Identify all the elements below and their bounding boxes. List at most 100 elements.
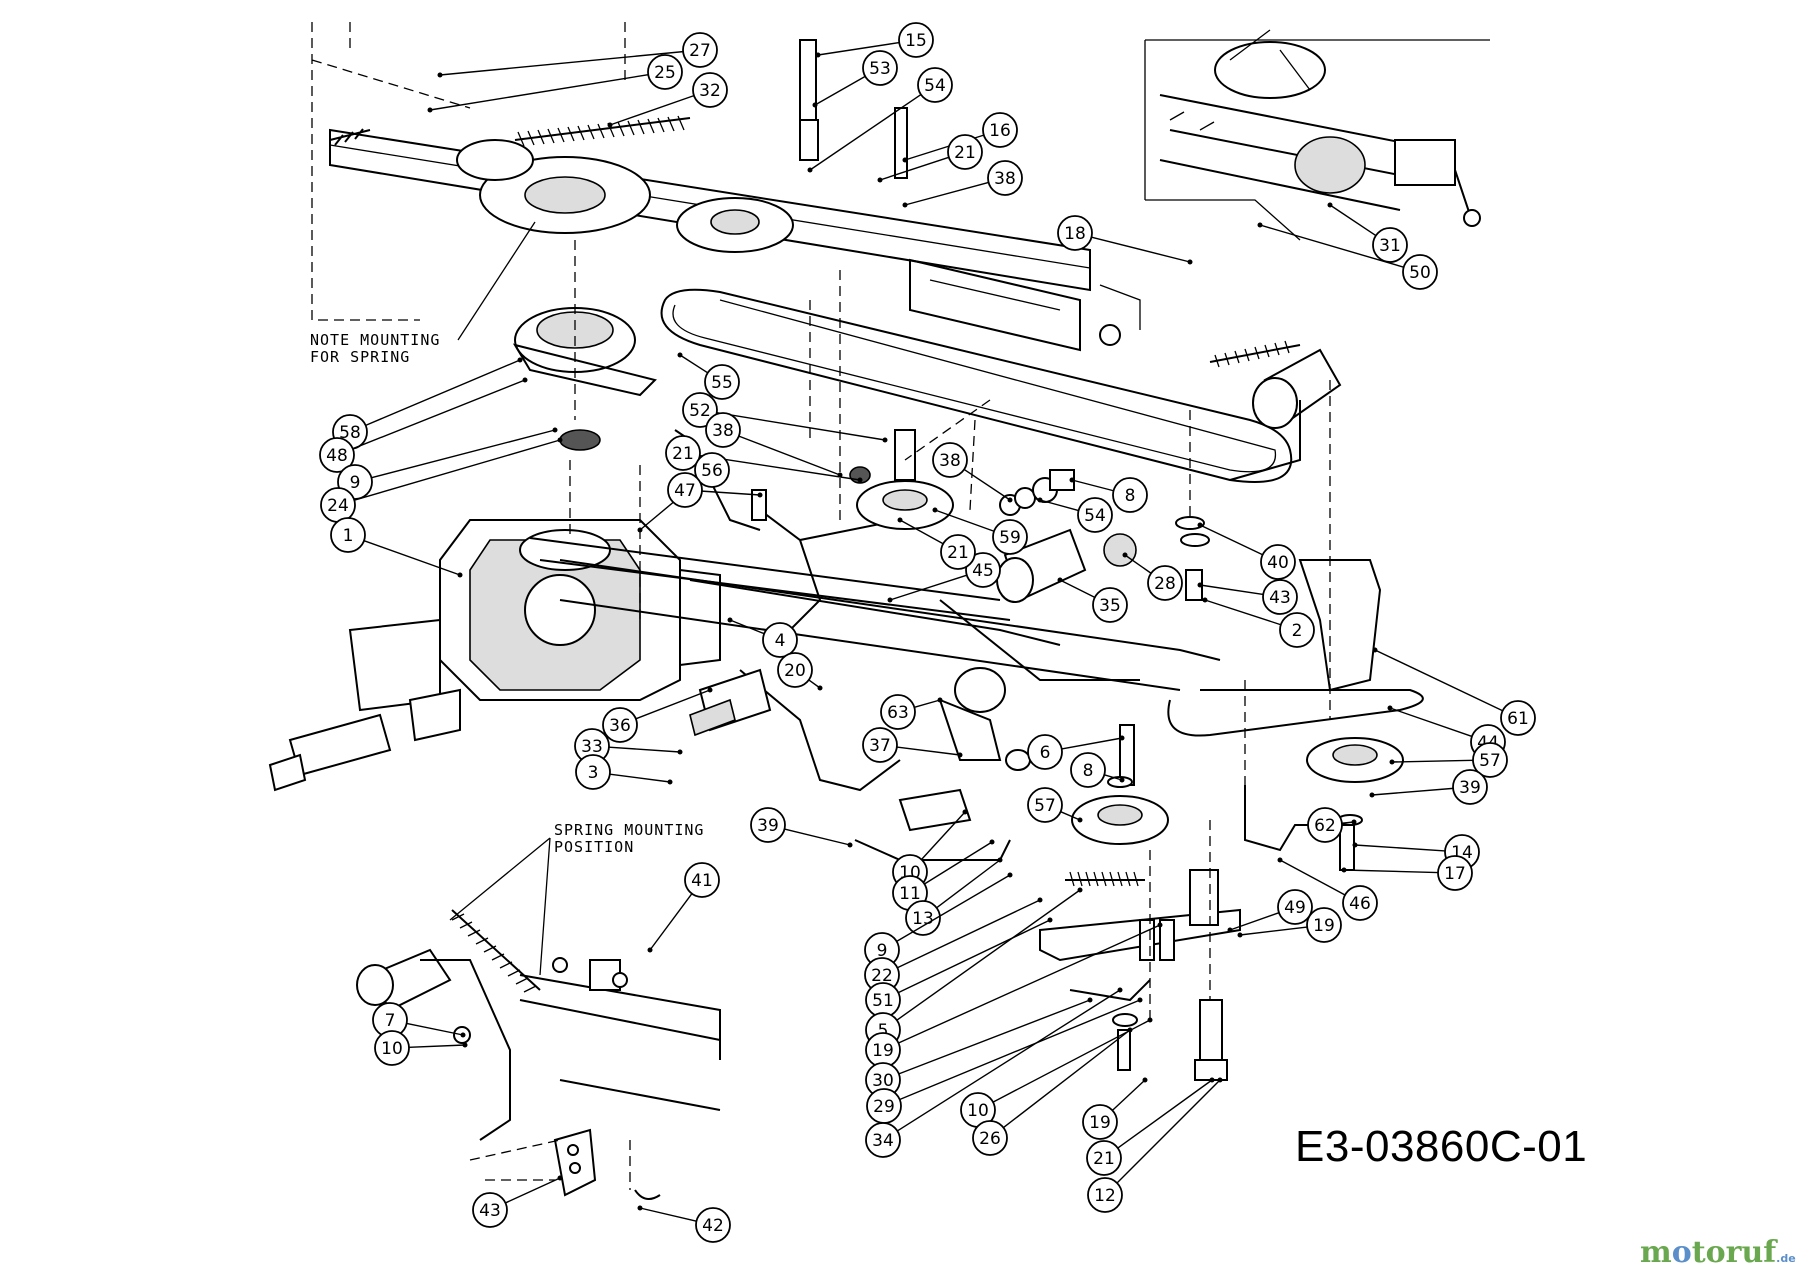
callout-circle (1262, 579, 1298, 615)
callout-pointer (997, 857, 1003, 863)
callout-27: 27 (437, 32, 718, 78)
callout-number: 59 (999, 528, 1021, 548)
callout-pointer (857, 477, 863, 483)
callout-number: 33 (581, 737, 603, 757)
callout-leader (408, 1044, 466, 1049)
callout-circle (695, 1207, 731, 1243)
callout-leader (1259, 224, 1404, 268)
callout-pointer (815, 52, 821, 58)
callout-number: 56 (701, 461, 723, 481)
callout-leader (505, 1177, 561, 1204)
callout-pointer (812, 102, 818, 108)
callout-pointer (437, 72, 443, 78)
callout-13: 13 (905, 857, 1003, 936)
callout-leader (896, 874, 1011, 943)
callout-21: 21 (877, 134, 983, 183)
callout-pointer (1127, 1027, 1133, 1033)
callout-pointer (757, 492, 763, 498)
callout-pointer (1227, 927, 1233, 933)
callout-number: 46 (1349, 894, 1371, 914)
callout-16: 16 (902, 112, 1018, 163)
callout-circle (1086, 1140, 1122, 1176)
callout-42: 42 (637, 1205, 731, 1243)
callout-46: 46 (1277, 857, 1378, 921)
callout-pointer (902, 157, 908, 163)
callout-32: 32 (607, 72, 728, 128)
callout-leader (899, 999, 1141, 1101)
callout-circle (750, 807, 786, 843)
callout-number: 17 (1444, 864, 1466, 884)
callout-number: 18 (1064, 224, 1086, 244)
callout-54: 54 (807, 67, 953, 173)
callout-21: 21 (665, 435, 863, 483)
callout-9: 9 (337, 427, 558, 500)
callout-number: 38 (939, 451, 961, 471)
callout-circle (684, 862, 720, 898)
callout-number: 19 (1089, 1113, 1111, 1133)
callout-number: 13 (912, 909, 934, 929)
callout-leader (729, 619, 765, 635)
callout-circle (330, 517, 366, 553)
callout-pointer (1077, 887, 1083, 893)
callout-circle (1342, 885, 1378, 921)
note-line-2: POSITION (554, 838, 634, 856)
callout-number: 54 (924, 76, 946, 96)
callout-6: 6 (1027, 734, 1125, 770)
callout-number: 54 (1084, 506, 1106, 526)
callout-circle (1082, 1104, 1118, 1140)
callout-number: 10 (967, 1101, 989, 1121)
callout-circle (1402, 254, 1438, 290)
callout-leader (920, 811, 966, 860)
callout-47: 47 (667, 472, 763, 508)
callout-33: 33 (574, 728, 683, 764)
callout-number: 38 (994, 169, 1016, 189)
parts-drawing (268, 22, 1490, 1200)
callout-number: 8 (1125, 486, 1136, 506)
callout-number: 55 (711, 373, 733, 393)
callout-number: 11 (899, 884, 921, 904)
callout-10: 10 (374, 1030, 468, 1066)
callout-leader (1091, 236, 1191, 263)
callout-leader (609, 94, 695, 126)
callout-pointer (937, 697, 943, 703)
callout-pointer (1277, 857, 1283, 863)
callout-number: 6 (1040, 743, 1051, 763)
callout-circle (694, 452, 730, 488)
callout-number: 19 (872, 1041, 894, 1061)
callout-layer: 2725321553541621381831505558489245238215… (319, 22, 1536, 1243)
callout-leader (1199, 524, 1263, 556)
callout-number: 43 (479, 1201, 501, 1221)
callout-circle (602, 707, 638, 743)
callout-pointer (1119, 777, 1125, 783)
callout-pointer (1217, 1077, 1223, 1083)
callout-number: 57 (1479, 751, 1501, 771)
callout-circle (319, 437, 355, 473)
callout-circle (917, 67, 953, 103)
callout-leader (371, 429, 556, 479)
callout-leader (897, 899, 1041, 969)
callout-10: 10 (960, 1017, 1153, 1128)
callout-number: 3 (588, 763, 599, 783)
callout-circle (667, 472, 703, 508)
callout-number: 27 (689, 41, 711, 61)
callout-circle (987, 160, 1023, 196)
callout-leader (1329, 204, 1377, 237)
callout-43: 43 (1197, 579, 1298, 615)
callout-pointer (807, 167, 813, 173)
callout-number: 31 (1379, 236, 1401, 256)
callout-leader (1060, 811, 1081, 821)
callout-number: 16 (989, 121, 1011, 141)
callout-pointer (677, 749, 683, 755)
callout-number: 39 (757, 816, 779, 836)
callout-leader (738, 435, 841, 476)
watermark-m: m (1640, 1235, 1672, 1270)
callout-circle (947, 134, 983, 170)
callout-number: 7 (385, 1011, 396, 1031)
callout-number: 34 (872, 1131, 894, 1151)
callout-circle (682, 392, 718, 428)
callout-number: 39 (1459, 778, 1481, 798)
callout-leader (1059, 579, 1096, 599)
callout-number: 22 (871, 966, 893, 986)
callout-leader (1124, 554, 1152, 574)
callout-pointer (1372, 647, 1378, 653)
